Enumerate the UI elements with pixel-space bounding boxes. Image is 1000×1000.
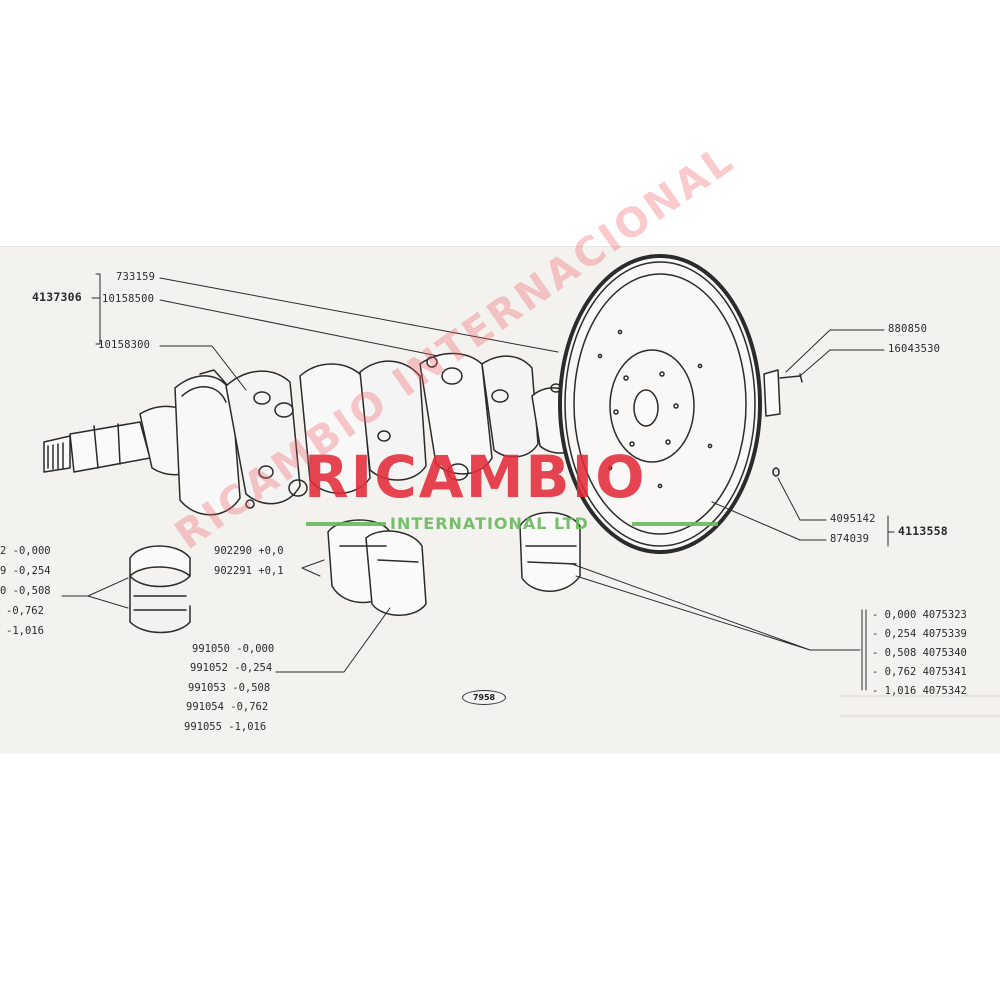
left-bearing-shells (129, 545, 191, 634)
thrust-washer-row: 902290 +0,0 (214, 546, 284, 557)
part-number: 4075339 (922, 628, 967, 640)
part-number: 4075342 (922, 685, 967, 697)
bearing-row: 2 -0,000 (0, 546, 51, 557)
bearing-row: - 0,000 4075323 (872, 609, 967, 621)
bearing-row: - 0,508 4075340 (872, 647, 967, 659)
size-value: 0,762 (884, 666, 917, 678)
part-number: 4075323 (922, 609, 967, 621)
size-value: 1,016 (884, 685, 917, 697)
size-value: -0,000 (236, 643, 275, 655)
leader-lines (61, 273, 895, 691)
center-bearing-shells (327, 519, 427, 616)
part-label: 874039 (830, 533, 870, 545)
size-value: -0,762 (6, 605, 44, 617)
bearing-row: -0,762 (6, 606, 44, 617)
bearing-row: 9 -0,254 (0, 566, 51, 577)
size-value: 0,254 (884, 628, 917, 640)
watermark-rule (306, 522, 386, 526)
size-value: -0,762 (230, 701, 269, 713)
bearing-row: 991054 -0,762 (186, 702, 268, 713)
right-bearing-shells (519, 511, 581, 592)
watermark-rule (632, 522, 718, 526)
assembly-label: 4137306 (32, 290, 82, 304)
size-value: 0,508 (884, 647, 917, 659)
part-number: 991054 (186, 701, 224, 713)
bearing-row: -1,016 (6, 626, 44, 637)
size-value: +0,0 (258, 545, 284, 557)
size-value: -0,508 (12, 585, 51, 597)
part-number: 991050 (192, 643, 230, 655)
part-label: 16043530 (888, 343, 941, 355)
part-number: 4075341 (922, 666, 967, 678)
bearing-row: - 1,016 4075342 (872, 685, 967, 697)
part-number: 902291 (214, 565, 252, 577)
assembly-label: 4113558 (898, 524, 948, 538)
crankshaft-flywheel-drawing (0, 246, 1000, 717)
page-ruling (0, 246, 1000, 717)
bearing-row: 991053 -0,508 (188, 683, 270, 694)
bearing-row: 991052 -0,254 (190, 663, 272, 674)
part-label: 733159 (116, 271, 156, 283)
flywheel (558, 254, 803, 554)
part-number: 9 (0, 565, 7, 577)
brand-subtitle-watermark: INTERNATIONAL LTD (390, 514, 589, 533)
size-value: -0,508 (232, 682, 271, 694)
bearing-row: - 0,762 4075341 (872, 666, 967, 678)
part-number: 991055 (184, 721, 222, 733)
bearing-row: 991055 -1,016 (184, 722, 266, 733)
part-number: 902290 (214, 545, 252, 557)
brand-watermark: RICAMBIO (304, 443, 647, 511)
part-label: 4095142 (830, 513, 876, 525)
size-value: +0,1 (258, 565, 284, 577)
part-number: 2 (0, 545, 7, 557)
part-number: 991053 (188, 682, 226, 694)
size-value: -1,016 (228, 721, 267, 733)
part-label: 10158500 (102, 293, 155, 305)
figure-number-plate: 7958 (462, 690, 506, 705)
thrust-washer-row: 902291 +0,1 (214, 566, 284, 577)
parts-catalog-sheet: 733159 10158500 10158300 4137306 880850 … (0, 246, 1000, 754)
size-value: 0,000 (884, 609, 917, 621)
size-value: -0,000 (12, 545, 51, 557)
part-number: 4075340 (922, 647, 967, 659)
bearing-row: 991050 -0,000 (192, 644, 274, 655)
size-value: -0,254 (12, 565, 51, 577)
part-number: 991052 (190, 662, 228, 674)
bearing-row: - 0,254 4075339 (872, 628, 967, 640)
bearing-row: 0 -0,508 (0, 586, 51, 597)
crankshaft-body (174, 352, 594, 516)
size-value: -0,254 (234, 662, 273, 674)
part-label: 10158300 (98, 339, 151, 351)
part-number: 0 (0, 585, 7, 597)
part-label: 880850 (888, 323, 928, 335)
size-value: -1,016 (6, 625, 44, 637)
